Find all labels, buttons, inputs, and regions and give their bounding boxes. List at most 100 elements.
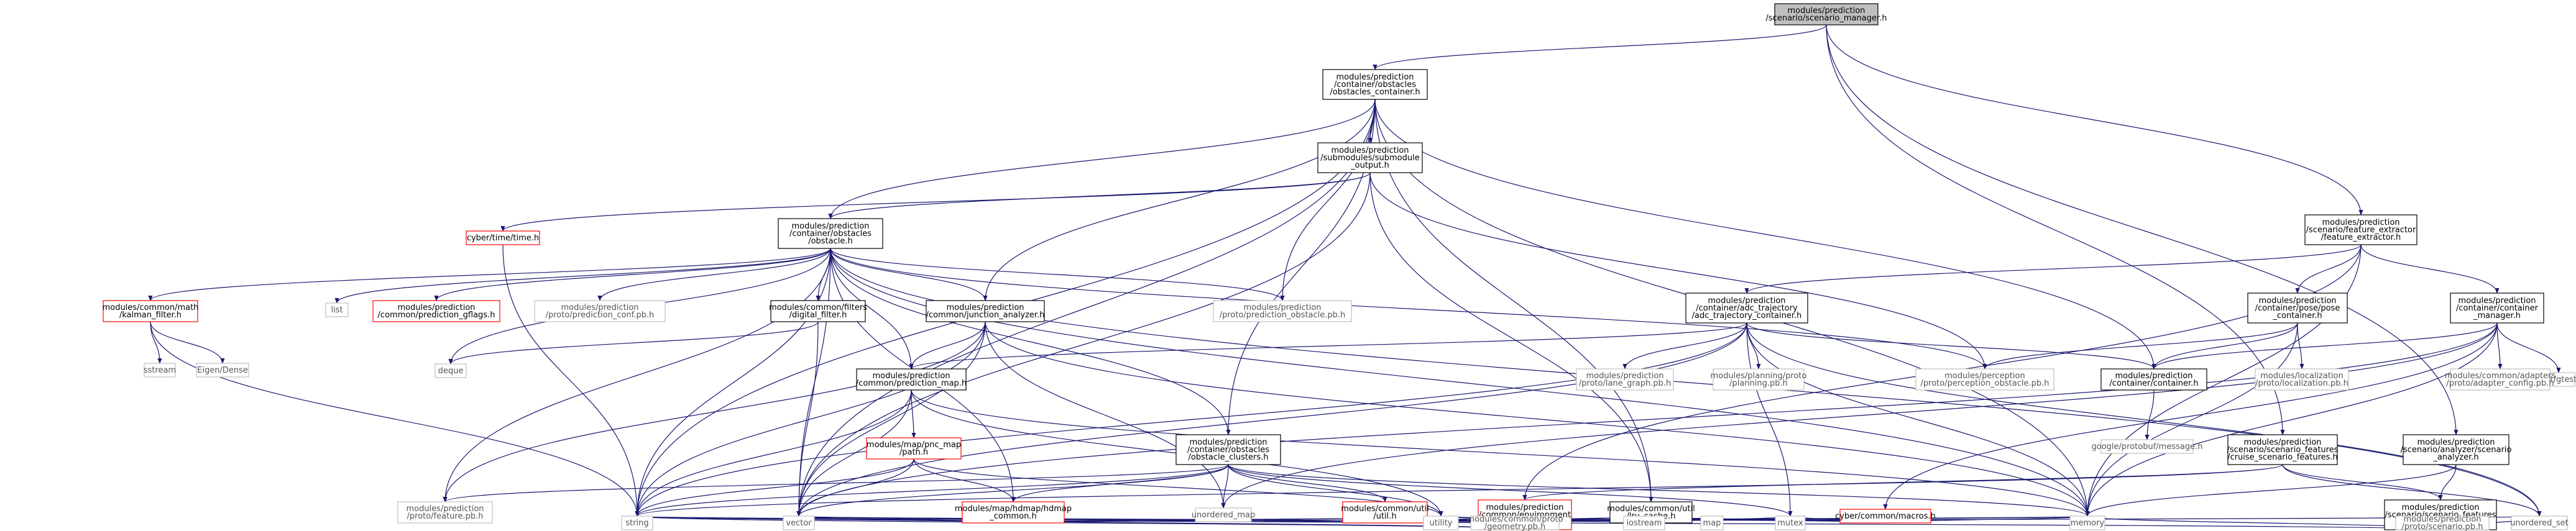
node-submodule[interactable]: modules/prediction/submodules/submodule_… — [1317, 142, 1423, 173]
node-box — [2247, 293, 2348, 324]
edge-root-to-obst-cont — [1373, 24, 1827, 70]
node-label-line: /feature_extractor.h — [2321, 233, 2401, 242]
node-label-line: modules/prediction — [791, 222, 869, 231]
edge-cont-mgr-to-memory — [2085, 322, 2498, 517]
node-kalman[interactable]: modules/common/math/kalman_filter.h — [103, 300, 199, 322]
node-label-line: /planning.pb.h — [1729, 379, 1788, 388]
edge-junction-to-string — [635, 321, 986, 517]
node-label-line: google/protobuf/message.h — [2092, 442, 2203, 452]
node-digital[interactable]: modules/common/filters/digital_filter.h — [769, 300, 867, 322]
node-iostream: iostream — [1623, 515, 1665, 530]
node-map: map — [1700, 515, 1724, 530]
edge-cont-mgr-to-macros — [1883, 322, 2498, 510]
node-label-line: modules/prediction — [1586, 371, 1663, 381]
node-label-line: modules/map/hdmap/hdmap — [955, 504, 1072, 514]
node-clusters[interactable]: modules/prediction/container/obstacles/o… — [1175, 434, 1281, 465]
node-label-line: map — [1703, 519, 1721, 528]
edge-submodule-to-cyber-time — [500, 172, 1371, 232]
node-obstacle[interactable]: modules/prediction/container/obstacles/o… — [778, 218, 883, 249]
edge-feat-ext-to-adc-traj — [1744, 244, 2362, 294]
node-label-line: _common.h — [989, 512, 1037, 521]
node-label-line: /proto/scenario.pb.h — [2402, 522, 2483, 531]
node-label-line: _manager.h — [2473, 311, 2521, 320]
edge-root-to-feat-ext — [1826, 24, 2363, 216]
header-nodes: modules/prediction/scenario/scenario_man… — [103, 3, 2576, 531]
edge-adc-traj-to-pred-map — [909, 322, 1747, 370]
node-lane-graph: modules/prediction/proto/lane_graph.pb.h — [1576, 368, 1674, 391]
node-box — [778, 218, 883, 249]
node-box — [1317, 142, 1423, 173]
node-label-line: deque — [438, 366, 464, 376]
node-cruise[interactable]: modules/prediction/scenario/scenario_fea… — [2227, 434, 2339, 465]
node-box — [621, 515, 653, 530]
node-label-line: modules/prediction — [2243, 438, 2321, 447]
node-label-line: modules/common/util — [1607, 504, 1695, 514]
node-label-line: modules/prediction — [1787, 6, 1865, 16]
node-label-line: modules/prediction — [1331, 146, 1409, 155]
node-box — [2450, 368, 2551, 391]
node-label-line: iostream — [1626, 519, 1662, 528]
node-macros[interactable]: cyber/common/macros.h — [1835, 509, 1936, 524]
node-label-line: modules/prediction — [1336, 73, 1414, 82]
edge-root-to-cruise — [1826, 24, 2285, 435]
node-root[interactable]: modules/prediction/scenario/scenario_man… — [1766, 3, 1887, 25]
node-label-line: /container/container — [2456, 304, 2539, 313]
node-junction[interactable]: modules/prediction/common/junction_analy… — [926, 300, 1045, 322]
node-label-line: unordered_map — [1192, 511, 1256, 520]
node-label-line: modules/perception — [1944, 371, 2025, 381]
edge-kalman-to-eigen — [150, 321, 225, 364]
edge-container-h-to-protobuf — [2145, 389, 2155, 440]
node-gflags[interactable]: modules/prediction/common/prediction_gfl… — [372, 300, 500, 322]
node-lru[interactable]: modules/common/util/lru_cache.h — [1607, 501, 1695, 524]
edge-feat-ext-to-pose — [2295, 244, 2362, 294]
node-pose[interactable]: modules/prediction/container/pose/pose_c… — [2247, 293, 2348, 324]
node-label-line: list — [331, 306, 343, 315]
node-adc-traj[interactable]: modules/prediction/container/adc_traject… — [1685, 293, 1808, 324]
edge-cruise-to-scen-feat — [2282, 464, 2443, 501]
node-container-h[interactable]: modules/prediction/container/container.h — [2100, 368, 2207, 391]
edge-obstacle-to-kalman — [148, 248, 831, 301]
node-label-line: mutex — [1777, 519, 1803, 528]
node-string: string — [621, 515, 653, 530]
edge-junction-to-pred-map — [909, 321, 986, 370]
edge-obst-cont-to-container-h — [1374, 99, 2156, 370]
node-box — [1423, 515, 1459, 530]
node-label-line: /kalman_filter.h — [119, 311, 182, 320]
node-box — [435, 363, 467, 378]
node-cyber-time[interactable]: cyber/time/time.h — [466, 230, 540, 245]
edge-obstacle-to-junction — [830, 248, 988, 301]
node-hdmap[interactable]: modules/map/hdmap/hdmap_common.h — [955, 501, 1072, 524]
edge-obst-cont-to-vector — [796, 99, 1376, 517]
node-conf-pb: modules/prediction/proto/prediction_conf… — [534, 300, 666, 322]
node-label-line: modules/prediction — [1243, 303, 1321, 312]
edge-submodule-to-vector — [796, 172, 1371, 517]
edge-adc-traj-to-memory — [1746, 322, 2090, 517]
node-util[interactable]: modules/common/util/util.h — [1341, 501, 1429, 524]
node-box — [196, 363, 249, 378]
node-box — [770, 300, 866, 322]
node-label-line: /proto/lane_graph.pb.h — [1579, 379, 1671, 388]
edge-root-to-analyzer — [1826, 24, 2459, 435]
node-label-line: modules/prediction — [2258, 296, 2336, 306]
edge-pose-to-container-h — [2151, 322, 2298, 370]
node-label-line: /obstacle_clusters.h — [1188, 453, 1268, 462]
node-feat-ext[interactable]: modules/prediction/scenario/feature_extr… — [2304, 214, 2417, 245]
edge-adc-traj-to-unord-set — [1746, 322, 2542, 517]
node-label-line: _analyzer.h — [2432, 453, 2478, 462]
node-label-line: modules/common/filters — [769, 303, 867, 312]
edge-pnc-path-to-vector — [796, 458, 914, 517]
node-pred-map[interactable]: modules/prediction/common/prediction_map… — [856, 368, 967, 391]
node-cont-mgr[interactable]: modules/prediction/container/container_m… — [2450, 293, 2544, 324]
edge-clusters-to-unord-map — [1221, 464, 1229, 509]
node-label-line: modules/common/proto — [1466, 515, 1563, 524]
node-adapter-pb: modules/common/adapters/proto/adapter_co… — [2445, 368, 2555, 391]
node-scen-pb: modules/prediction/proto/scenario.pb.h — [2395, 515, 2490, 531]
node-label-line: /adc_trajectory_container.h — [1692, 311, 1802, 320]
node-box — [325, 302, 349, 317]
node-analyzer[interactable]: modules/prediction/scenario/analyzer/sce… — [2401, 434, 2512, 465]
node-box — [1713, 368, 1805, 391]
node-label-line: /obstacle.h — [808, 237, 853, 246]
node-obst-cont[interactable]: modules/prediction/container/obstacles/o… — [1322, 69, 1428, 100]
node-pnc-path[interactable]: modules/map/pnc_map/path.h — [866, 437, 962, 460]
node-label-line: cyber/time/time.h — [467, 234, 539, 243]
